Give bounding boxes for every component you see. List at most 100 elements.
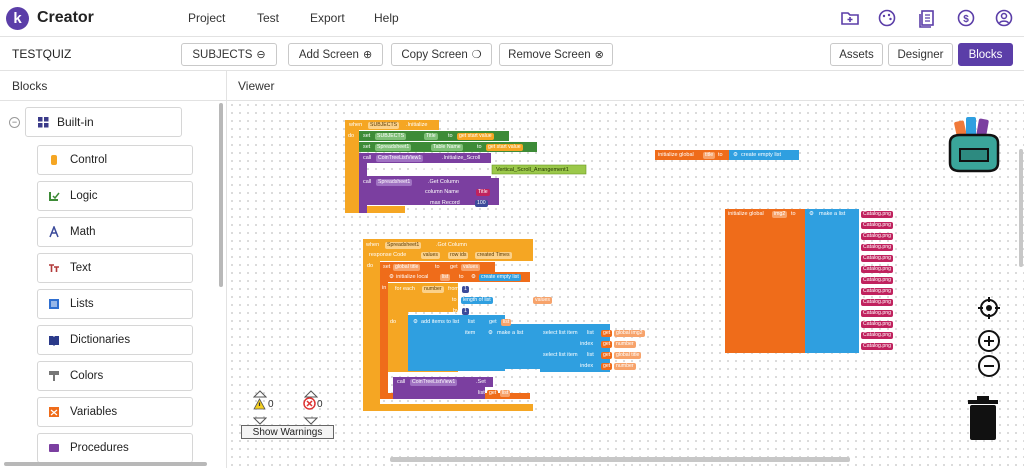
list-item-text[interactable]: Catalog.png <box>861 331 893 339</box>
variable-name[interactable]: number <box>422 285 444 293</box>
app-name[interactable]: Creator <box>37 9 94 26</box>
error-toggle-down-icon[interactable] <box>303 412 319 425</box>
list-item-text[interactable]: Catalog.png <box>861 243 893 251</box>
variable-dropdown[interactable]: global title <box>614 351 642 359</box>
category-text[interactable]: Text <box>37 253 193 283</box>
block-number-value[interactable]: 1 <box>462 307 469 315</box>
category-variables[interactable]: Variables <box>37 397 193 427</box>
gear-icon[interactable]: ⚙ <box>389 274 394 280</box>
category-logic[interactable]: Logic <box>37 181 193 211</box>
gear-icon[interactable]: ⚙ <box>471 274 476 280</box>
list-item-text[interactable]: Catalog.png <box>861 254 893 262</box>
category-procedures[interactable]: Procedures <box>37 433 193 463</box>
global-variable-title[interactable]: initialize global title to ⚙ create empt… <box>655 150 799 160</box>
palette-vertical-scrollbar[interactable] <box>219 103 223 287</box>
list-item-text[interactable]: Catalog.png <box>861 276 893 284</box>
variable-dropdown[interactable]: list <box>501 318 512 326</box>
list-item-text[interactable]: Catalog.png <box>861 320 893 328</box>
center-target-icon[interactable] <box>977 296 1001 320</box>
palette-icon[interactable] <box>877 8 897 28</box>
gear-icon[interactable]: ⚙ <box>733 152 738 158</box>
blocks-button[interactable]: Blocks <box>958 43 1013 66</box>
dollar-icon[interactable]: $ <box>956 8 976 28</box>
list-item-text[interactable]: Catalog.png <box>861 221 893 229</box>
designer-button[interactable]: Designer <box>888 43 953 66</box>
block-component-dropdown[interactable]: Spreadsheet1 <box>375 143 412 151</box>
block-get[interactable]: get <box>601 329 613 337</box>
block-get[interactable]: get <box>601 351 613 359</box>
list-item-text[interactable]: Catalog.png <box>861 210 893 218</box>
block-property-dropdown[interactable]: Table Name <box>431 143 463 151</box>
variable-dropdown[interactable]: number <box>614 340 636 348</box>
menu-test[interactable]: Test <box>257 11 280 25</box>
warning-toggle-up-icon[interactable] <box>252 385 268 398</box>
category-lists[interactable]: Lists <box>37 289 193 319</box>
category-dictionaries[interactable]: Dictionaries <box>37 325 193 355</box>
event-block-got-column[interactable]: when Spreadsheet1 .Got Column response C… <box>363 239 663 411</box>
block-component-dropdown[interactable]: Spreadsheet1 <box>385 241 422 249</box>
show-warnings-button[interactable]: Show Warnings <box>241 425 334 439</box>
screen-select-button[interactable]: SUBJECTS ⊖ <box>181 43 277 66</box>
menu-export[interactable]: Export <box>310 11 345 25</box>
block-component-dropdown[interactable]: CoinTreeListView1 <box>410 378 458 386</box>
variable-name[interactable]: img2 <box>772 210 788 218</box>
blocks-workspace[interactable]: when SUBJECTS .Initialize do set SUBJECT… <box>228 101 1024 468</box>
add-screen-button[interactable]: Add Screen ⊕ <box>288 43 383 66</box>
variable-dropdown[interactable]: global title <box>393 263 421 271</box>
block-get[interactable]: get <box>601 340 613 348</box>
zoom-in-icon[interactable] <box>977 329 1001 353</box>
variable-name[interactable]: title <box>703 151 716 159</box>
category-colors[interactable]: Colors <box>37 361 193 391</box>
block-get[interactable]: get start value <box>457 132 494 140</box>
block-get[interactable]: get <box>487 389 499 397</box>
collapse-icon[interactable]: − <box>9 117 20 128</box>
copy-screen-button[interactable]: Copy Screen ❍ <box>391 43 492 66</box>
list-item-text[interactable]: Catalog.png <box>861 287 893 295</box>
block-get[interactable]: get <box>601 362 613 370</box>
variable-dropdown[interactable]: values <box>461 263 480 271</box>
category-control[interactable]: Control <box>37 145 193 175</box>
block-component-dropdown[interactable]: Spreadsheet1 <box>376 178 413 186</box>
variable-dropdown[interactable]: global img2 <box>614 329 645 337</box>
zoom-out-icon[interactable] <box>977 354 1001 378</box>
block-get[interactable]: get start value <box>486 143 523 151</box>
palette-horizontal-scrollbar[interactable] <box>4 462 207 466</box>
menu-help[interactable]: Help <box>374 11 399 25</box>
list-item-text[interactable]: Catalog.png <box>861 342 893 350</box>
gear-icon[interactable]: ⚙ <box>413 319 418 325</box>
list-item-text[interactable]: Catalog.png <box>861 309 893 317</box>
category-math[interactable]: Math <box>37 217 193 247</box>
block-param[interactable]: values <box>421 251 440 259</box>
list-item-text[interactable]: Catalog.png <box>861 265 893 273</box>
block-param[interactable]: row ids <box>448 251 469 259</box>
global-variable-img2[interactable]: initialize global img2 to ⚙ make a list … <box>725 209 915 353</box>
app-logo[interactable]: k <box>6 7 29 30</box>
block-number-value[interactable]: 1 <box>462 285 469 293</box>
catalog-icon[interactable] <box>917 8 937 28</box>
gear-icon[interactable]: ⚙ <box>488 330 493 336</box>
builtin-drawer[interactable]: Built-in <box>25 107 182 137</box>
event-block-initialize[interactable]: when SUBJECTS .Initialize do set SUBJECT… <box>345 120 596 213</box>
block-component-dropdown[interactable]: SUBJECTS <box>368 121 400 129</box>
block-number-value[interactable]: 100 <box>475 199 488 207</box>
block-text-value[interactable]: Title <box>476 188 490 196</box>
error-toggle-up-icon[interactable] <box>303 385 319 398</box>
list-item-text[interactable]: Catalog.png <box>861 298 893 306</box>
trash-icon[interactable] <box>966 395 1000 441</box>
block-property-dropdown[interactable]: Title <box>424 132 438 140</box>
block-component-dropdown[interactable]: SUBJECTS <box>375 132 407 140</box>
backpack-icon[interactable] <box>946 113 1002 173</box>
remove-screen-button[interactable]: Remove Screen ⊗ <box>499 43 613 66</box>
block-component-dropdown[interactable]: CoinTreeListView1 <box>376 154 424 162</box>
variable-dropdown[interactable]: values <box>533 296 552 304</box>
list-item-text[interactable]: Catalog.png <box>861 232 893 240</box>
block-component-value[interactable]: Vertical_Scroll_Arrangement1 <box>496 167 569 173</box>
gear-icon[interactable]: ⚙ <box>809 211 814 217</box>
account-icon[interactable] <box>994 8 1014 28</box>
workspace-vertical-scrollbar[interactable] <box>1019 149 1023 267</box>
block-param[interactable]: created Times <box>475 251 512 259</box>
workspace-horizontal-scrollbar[interactable] <box>390 457 850 462</box>
variable-name[interactable]: list <box>440 273 451 281</box>
variable-dropdown[interactable]: list <box>500 389 511 397</box>
block-param[interactable]: response Code <box>369 252 407 258</box>
